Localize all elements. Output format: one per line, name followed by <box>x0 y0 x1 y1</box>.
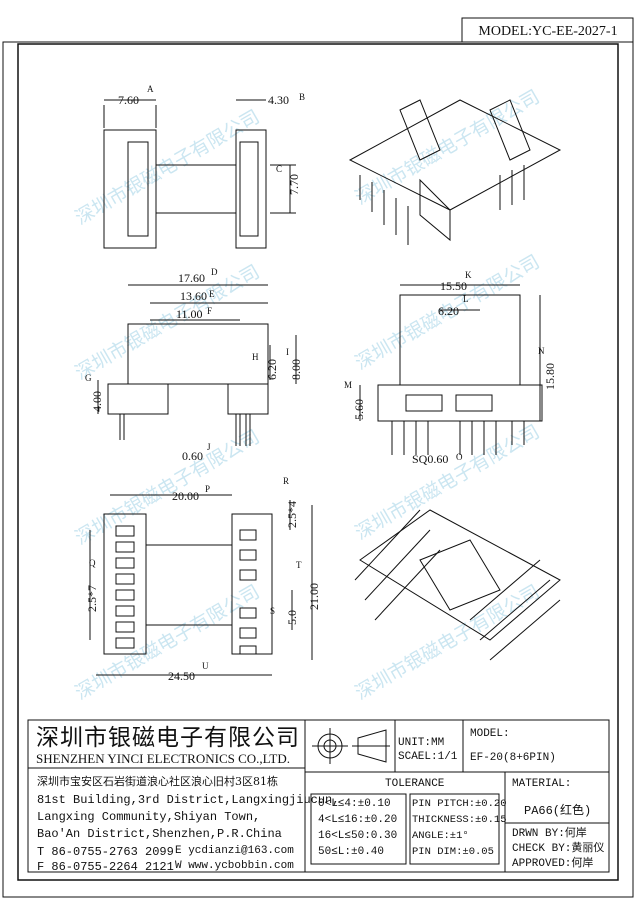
drawn-by: DRWN BY:何岸 <box>512 828 587 840</box>
dim-j-letter: J <box>207 442 211 452</box>
tolerance-specific-2: THICKNESS:±0.15 <box>412 814 507 826</box>
tolerance-general-1: 0<L≤4:±0.10 <box>318 798 391 810</box>
company-name-cn: 深圳市银磁电子有限公司 <box>36 725 300 751</box>
website-link[interactable]: W www.ycbobbin.com <box>175 860 294 872</box>
watermark: 深圳市银磁电子有限公司 <box>72 581 264 705</box>
dim-h-letter: H <box>252 352 259 362</box>
email-link[interactable]: E ycdianzi@163.com <box>175 845 294 857</box>
tolerance-specific-3: ANGLE:±1° <box>412 830 469 842</box>
fax: F 86-0755-2264 2121 <box>37 860 174 874</box>
tolerance-general-3: 16<L≤50:0.30 <box>318 830 398 842</box>
watermark: 深圳市银磁电子有限公司 <box>352 86 544 210</box>
dim-l-letter: L <box>463 294 469 304</box>
approved-by: APPROVED:何岸 <box>512 858 594 870</box>
dim-t-letter: T <box>296 560 302 570</box>
dim-p: 20.00 <box>172 489 199 503</box>
dim-q: 2.5*7 <box>85 585 99 612</box>
tolerance-specific-1: PIN PITCH:±0.20 <box>412 798 507 810</box>
dim-u: 24.50 <box>168 669 195 683</box>
dim-s: 5.0 <box>285 610 299 625</box>
scale: SCAEL:1/1 <box>398 751 458 763</box>
address-en-line-1: 81st Building,3rd District,Langxingjiucu… <box>37 793 340 807</box>
dim-a-letter: A <box>147 84 154 94</box>
model-code-box <box>461 17 634 43</box>
dimension-labels: 7.60 A 4.30 B 7.70 C 17.60 D 13.60 E 11.… <box>85 84 557 683</box>
dim-c-letter: C <box>276 164 282 174</box>
dim-o: SQ0.60 <box>412 452 448 466</box>
dim-n-letter: N <box>538 346 545 356</box>
dim-p-letter: P <box>205 484 210 494</box>
watermark: 深圳市银磁电子有限公司 <box>72 261 264 385</box>
dim-j: 0.60 <box>182 449 203 463</box>
material-value: PA66(红色) <box>524 804 592 818</box>
top-view <box>103 99 296 249</box>
dim-s-letter: S <box>270 606 275 616</box>
dim-f: 11.00 <box>176 307 203 321</box>
projection-symbol-icon <box>312 728 390 764</box>
dim-o-letter: O <box>456 452 463 462</box>
dim-e: 13.60 <box>180 289 207 303</box>
model-code: MODEL:YC-EE-2027-1 <box>478 24 617 39</box>
dim-u-letter: U <box>202 661 209 671</box>
dim-r: 2.5*4 <box>285 501 299 528</box>
dim-l: 6.20 <box>438 304 459 318</box>
dim-m-letter: M <box>344 380 352 390</box>
dim-b: 4.30 <box>268 93 289 107</box>
dim-f-letter: F <box>207 306 212 316</box>
dim-d-letter: D <box>211 267 218 277</box>
dim-r-letter: R <box>283 476 289 486</box>
tolerance-specific-4: PIN DIM:±0.05 <box>412 846 494 858</box>
address-en-line-3: Bao'An District,Shenzhen,P.R.China <box>37 827 282 841</box>
watermark: 深圳市银磁电子有限公司 <box>72 106 264 230</box>
inner-frame <box>17 43 619 881</box>
dim-k: 15.50 <box>440 279 467 293</box>
dim-q-letter: Q <box>89 558 96 568</box>
dim-t: 21.00 <box>307 583 321 610</box>
watermark: 深圳市银磁电子有限公司 <box>352 581 544 705</box>
dim-d: 17.60 <box>178 271 205 285</box>
dim-i: 8.00 <box>289 359 303 380</box>
dim-c: 7.70 <box>287 174 301 195</box>
model-label: MODEL: <box>470 728 510 740</box>
watermark: 深圳市银磁电子有限公司 <box>72 426 264 550</box>
model-value: EF-20(8+6PIN) <box>470 752 556 764</box>
outer-frame <box>2 41 634 898</box>
tolerance-general-4: 50≤L:±0.40 <box>318 846 385 858</box>
dim-e-letter: E <box>209 289 215 299</box>
tolerance-general-2: 4<L≤16:±0.20 <box>318 814 398 826</box>
dim-n: 15.80 <box>543 363 557 390</box>
dim-m: 5.60 <box>352 399 366 420</box>
company-name-en: SHENZHEN YINCI ELECTRONICS CO.,LTD. <box>36 751 290 766</box>
dim-b-letter: B <box>299 92 305 102</box>
watermark: 深圳市银磁电子有限公司 <box>352 421 544 545</box>
tolerance-title: TOLERANCE <box>385 778 445 790</box>
checked-by: CHECK BY:黄丽仪 <box>512 843 605 855</box>
unit: UNIT:MM <box>398 737 445 749</box>
address-en-line-2: Langxing Community,Shiyan Town, <box>37 810 261 824</box>
side-view <box>359 284 543 455</box>
isometric-view-bottom <box>354 509 561 661</box>
dim-h: 6.20 <box>265 359 279 380</box>
dim-i-letter: I <box>286 347 289 357</box>
front-view <box>97 284 297 446</box>
material-label: MATERIAL: <box>512 778 572 790</box>
bottom-view <box>89 494 313 676</box>
address-cn: 深圳市宝安区石岩街道浪心社区浪心旧村3区81栋 <box>37 775 278 788</box>
dim-a: 7.60 <box>118 93 139 107</box>
dim-g: 4.00 <box>90 391 104 412</box>
dim-g-letter: G <box>85 373 92 383</box>
title-block-frame <box>27 719 610 873</box>
phone: T 86-0755-2763 2099 <box>37 845 174 859</box>
dim-k-letter: K <box>465 270 472 280</box>
isometric-view-top <box>348 99 562 245</box>
